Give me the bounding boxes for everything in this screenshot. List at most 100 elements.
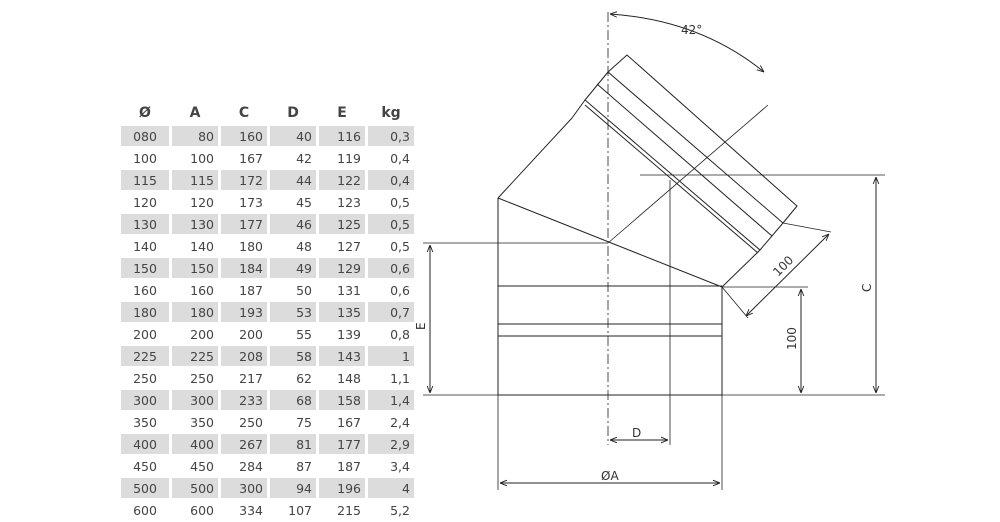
angle-arc bbox=[610, 14, 764, 72]
table-cell: 250 bbox=[239, 414, 263, 430]
table-cell: 0,4 bbox=[390, 150, 410, 166]
table-cell: 0,4 bbox=[368, 170, 414, 190]
table-cell: 0,7 bbox=[368, 302, 414, 322]
header-e: E bbox=[337, 105, 347, 121]
table-cell: 215 bbox=[337, 502, 361, 518]
table-cell: 172 bbox=[221, 170, 267, 190]
d-label: D bbox=[632, 426, 641, 440]
table-cell: 143 bbox=[319, 346, 365, 366]
table-cell: 160 bbox=[190, 282, 214, 298]
table-cell: 450 bbox=[190, 458, 214, 474]
table-cell: 40 bbox=[270, 126, 316, 146]
table-cell: 81 bbox=[270, 434, 316, 454]
table-cell: 158 bbox=[319, 390, 365, 410]
table-cell: 150 bbox=[121, 258, 169, 278]
angled-centerline bbox=[607, 104, 769, 244]
table-cell: 350 bbox=[190, 414, 214, 430]
table-cell: 150 bbox=[172, 258, 218, 278]
table-cell: 180 bbox=[239, 238, 263, 254]
table-cell: 55 bbox=[296, 326, 312, 342]
table-cell: 42 bbox=[296, 150, 312, 166]
table-cell: 080 bbox=[121, 126, 169, 146]
table-cell: 267 bbox=[221, 434, 267, 454]
table-cell: 0,3 bbox=[368, 126, 414, 146]
table-cell: 5,2 bbox=[390, 502, 410, 518]
diag100-dimension-line bbox=[746, 234, 829, 316]
header-a: A bbox=[189, 105, 201, 121]
table-cell: 122 bbox=[319, 170, 365, 190]
table-cell: 49 bbox=[270, 258, 316, 278]
table-cell: 200 bbox=[190, 326, 214, 342]
table-cell: 119 bbox=[337, 150, 361, 166]
table-cell: 68 bbox=[270, 390, 316, 410]
table-cell: 334 bbox=[239, 502, 263, 518]
table-cell: 127 bbox=[337, 238, 361, 254]
table-cell: 208 bbox=[221, 346, 267, 366]
table-cell: 193 bbox=[221, 302, 267, 322]
table-cell: 116 bbox=[319, 126, 365, 146]
table-cell: 80 bbox=[172, 126, 218, 146]
table-cell: 500 bbox=[121, 478, 169, 498]
table-cell: 200 bbox=[239, 326, 263, 342]
c-label: C bbox=[860, 284, 874, 292]
diag-100-label: 100 bbox=[770, 253, 796, 279]
table-cell: 0,8 bbox=[390, 326, 410, 342]
table-cell: 0,5 bbox=[368, 214, 414, 234]
table-cell: 48 bbox=[296, 238, 312, 254]
collar-inner-line bbox=[596, 83, 773, 237]
table-cell: 300 bbox=[121, 390, 169, 410]
elbow-middle-outline bbox=[497, 117, 723, 288]
table-cell: 115 bbox=[172, 170, 218, 190]
upper-seam-line bbox=[584, 104, 759, 254]
table-cell: 107 bbox=[288, 502, 312, 518]
table-cell: 58 bbox=[270, 346, 316, 366]
diag-extension-2 bbox=[721, 286, 749, 319]
table-cell: 167 bbox=[337, 414, 361, 430]
table-cell: 2,9 bbox=[368, 434, 414, 454]
table-cell: 130 bbox=[121, 214, 169, 234]
table-cell: 148 bbox=[337, 370, 361, 386]
table-cell: 300 bbox=[221, 478, 267, 498]
table-cell: 62 bbox=[296, 370, 312, 386]
table-cell: 131 bbox=[337, 282, 361, 298]
table-cell: 250 bbox=[190, 370, 214, 386]
table-cell: 350 bbox=[133, 414, 157, 430]
table-cell: 225 bbox=[121, 346, 169, 366]
table-cell: 225 bbox=[172, 346, 218, 366]
table-cell: 400 bbox=[172, 434, 218, 454]
table-header-row: Ø A C D E kg bbox=[121, 102, 414, 124]
table-cell: 130 bbox=[172, 214, 218, 234]
table-cell: 115 bbox=[121, 170, 169, 190]
header-c: C bbox=[238, 105, 250, 121]
table-cell: 187 bbox=[239, 282, 263, 298]
header-kg: kg bbox=[381, 105, 401, 121]
table-cell: 160 bbox=[133, 282, 157, 298]
table-cell: 0,5 bbox=[390, 194, 410, 210]
angle-label: 42° bbox=[681, 23, 702, 37]
table-cell: 87 bbox=[296, 458, 312, 474]
table-cell: 129 bbox=[319, 258, 365, 278]
table-cell: 140 bbox=[190, 238, 214, 254]
table-cell: 217 bbox=[239, 370, 263, 386]
table-cell: 600 bbox=[190, 502, 214, 518]
table-cell: 0,5 bbox=[390, 238, 410, 254]
table-cell: 400 bbox=[121, 434, 169, 454]
e-label: E bbox=[414, 322, 428, 330]
header-d: D bbox=[287, 105, 299, 121]
table-cell: 177 bbox=[221, 214, 267, 234]
